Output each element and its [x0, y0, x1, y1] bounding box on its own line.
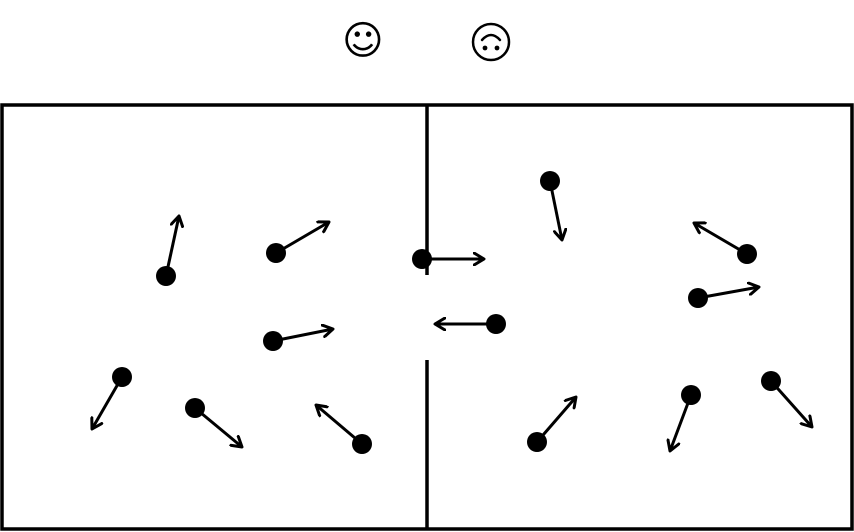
velocity-arrow	[548, 180, 562, 240]
velocity-arrow	[92, 376, 124, 429]
velocity-arrow	[694, 223, 748, 256]
sad-face-icon	[471, 22, 511, 62]
velocity-arrow	[769, 380, 812, 427]
particle	[681, 385, 701, 405]
happy-face-icon: ☺	[342, 18, 384, 64]
velocity-arrow	[194, 406, 242, 447]
particle	[263, 331, 283, 351]
particle	[266, 243, 286, 263]
particles	[92, 171, 812, 454]
particle	[761, 371, 781, 391]
particle	[688, 288, 708, 308]
velocity-arrow	[272, 329, 333, 343]
particle	[352, 434, 372, 454]
particle	[540, 171, 560, 191]
velocity-arrow	[316, 405, 363, 446]
particle	[156, 266, 176, 286]
particle	[412, 249, 432, 269]
velocity-arrow	[697, 287, 759, 300]
particle	[185, 398, 205, 418]
velocity-arrow	[164, 216, 179, 277]
particle	[486, 314, 506, 334]
particle	[737, 244, 757, 264]
velocity-arrow	[275, 222, 329, 255]
particle	[112, 367, 132, 387]
particle	[527, 432, 547, 452]
